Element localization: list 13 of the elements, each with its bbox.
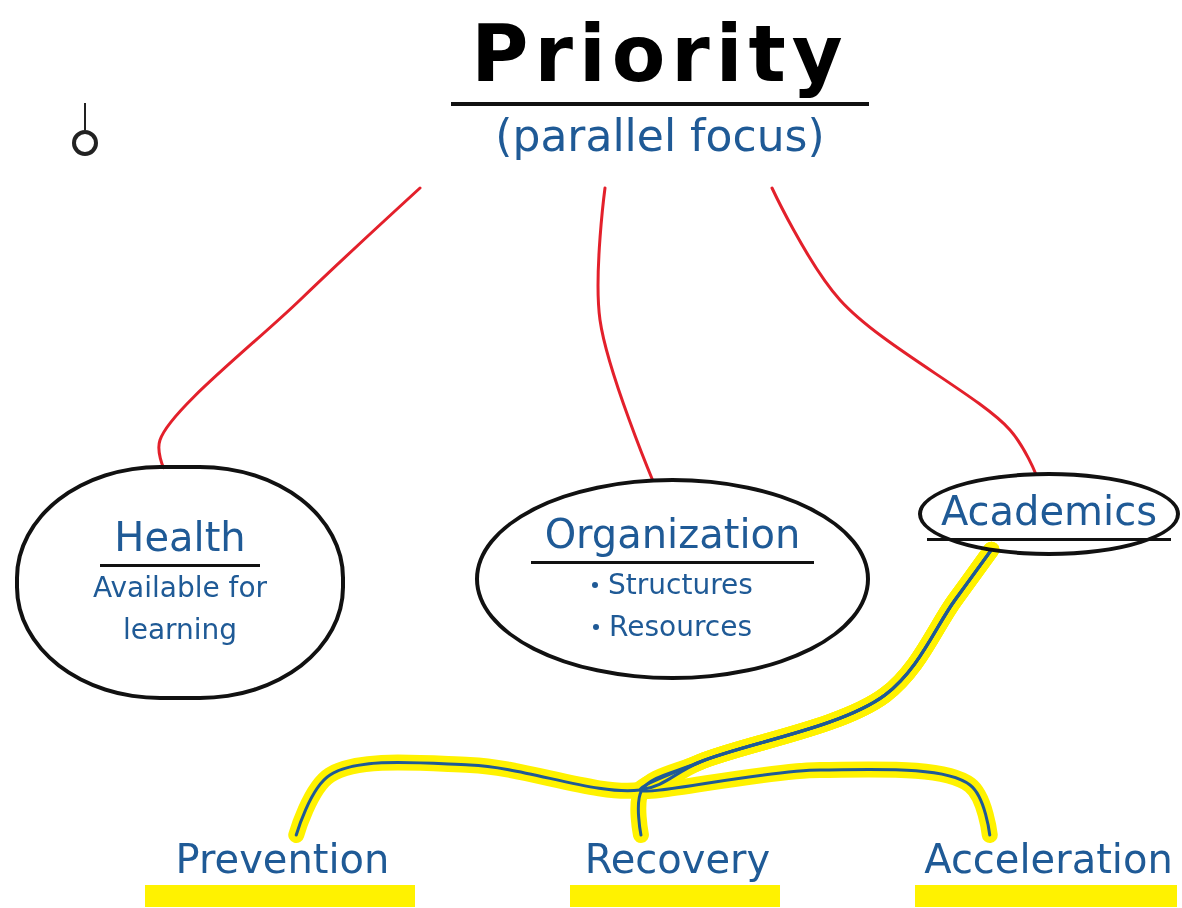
body-text: Available for learning [91,570,269,648]
category-label: Acceleration [924,835,1173,883]
category-label: Prevention [175,835,390,883]
bullet-text: Resources [609,608,752,645]
heading-text: Organization [530,510,815,564]
heading-text: Health [100,514,260,567]
bullet-text: Structures [608,566,753,603]
ellipse-node [475,478,870,680]
title-text: Priority [451,8,869,106]
ellipse-node [918,472,1180,556]
category-label: Recovery [584,835,771,883]
subtitle-text: (parallel focus) [495,109,825,161]
heading-text: Academics [926,487,1172,541]
